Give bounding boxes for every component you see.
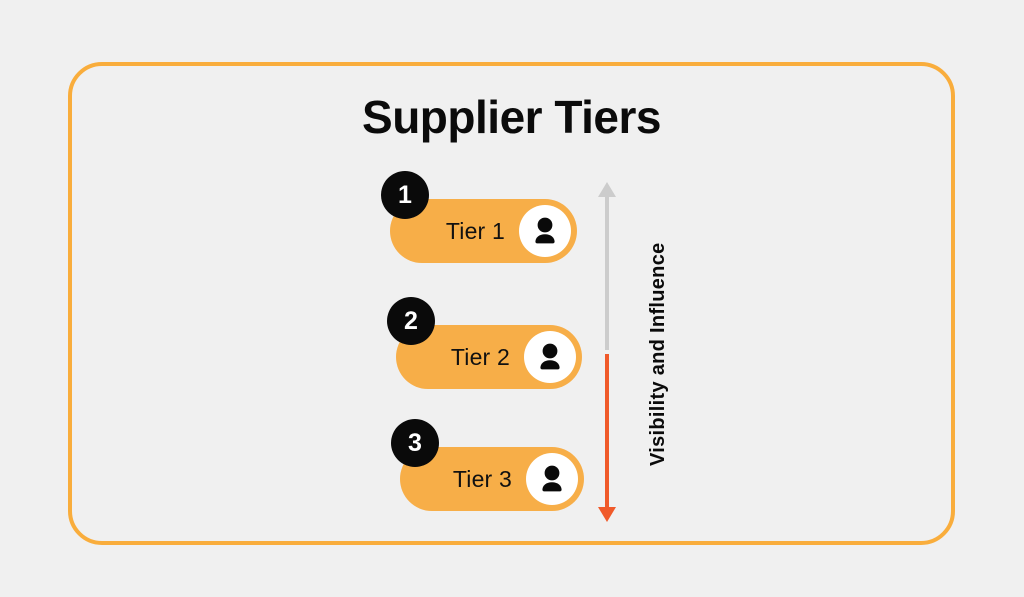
tier-number-badge: 1 <box>381 171 429 219</box>
person-icon <box>526 453 578 505</box>
arrow-up-head <box>598 182 616 197</box>
tier-number: 2 <box>404 306 418 335</box>
page-title: Supplier Tiers <box>362 91 661 143</box>
tier-number-badge: 3 <box>391 419 439 467</box>
tier-label: Tier 2 <box>450 343 510 370</box>
tier-number: 1 <box>398 180 412 209</box>
tier-number-badge: 2 <box>387 297 435 345</box>
supplier-tiers-diagram: Tier 1 1 Tier 2 <box>72 66 959 549</box>
arrow-up-shaft <box>605 196 609 350</box>
arrow-down-head <box>598 507 616 522</box>
arrow-down-icon <box>596 354 618 522</box>
axis-label: Visibility and Influence <box>647 242 669 466</box>
person-icon <box>524 331 576 383</box>
tier-row[interactable]: Tier 1 1 <box>381 171 600 263</box>
tier-pill[interactable]: Tier 3 <box>400 447 584 511</box>
tier-label: Tier 1 <box>445 217 505 244</box>
person-icon <box>519 205 571 257</box>
tier-label: Tier 3 <box>452 465 512 492</box>
diagram-card: Supplier Tiers Tier 1 1 <box>68 62 955 545</box>
tier-row[interactable]: Tier 3 3 <box>391 419 610 511</box>
arrow-down-shaft <box>605 354 609 508</box>
tier-number: 3 <box>408 428 422 457</box>
arrow-up-icon <box>596 182 618 350</box>
tier-row[interactable]: Tier 2 2 <box>387 297 606 389</box>
